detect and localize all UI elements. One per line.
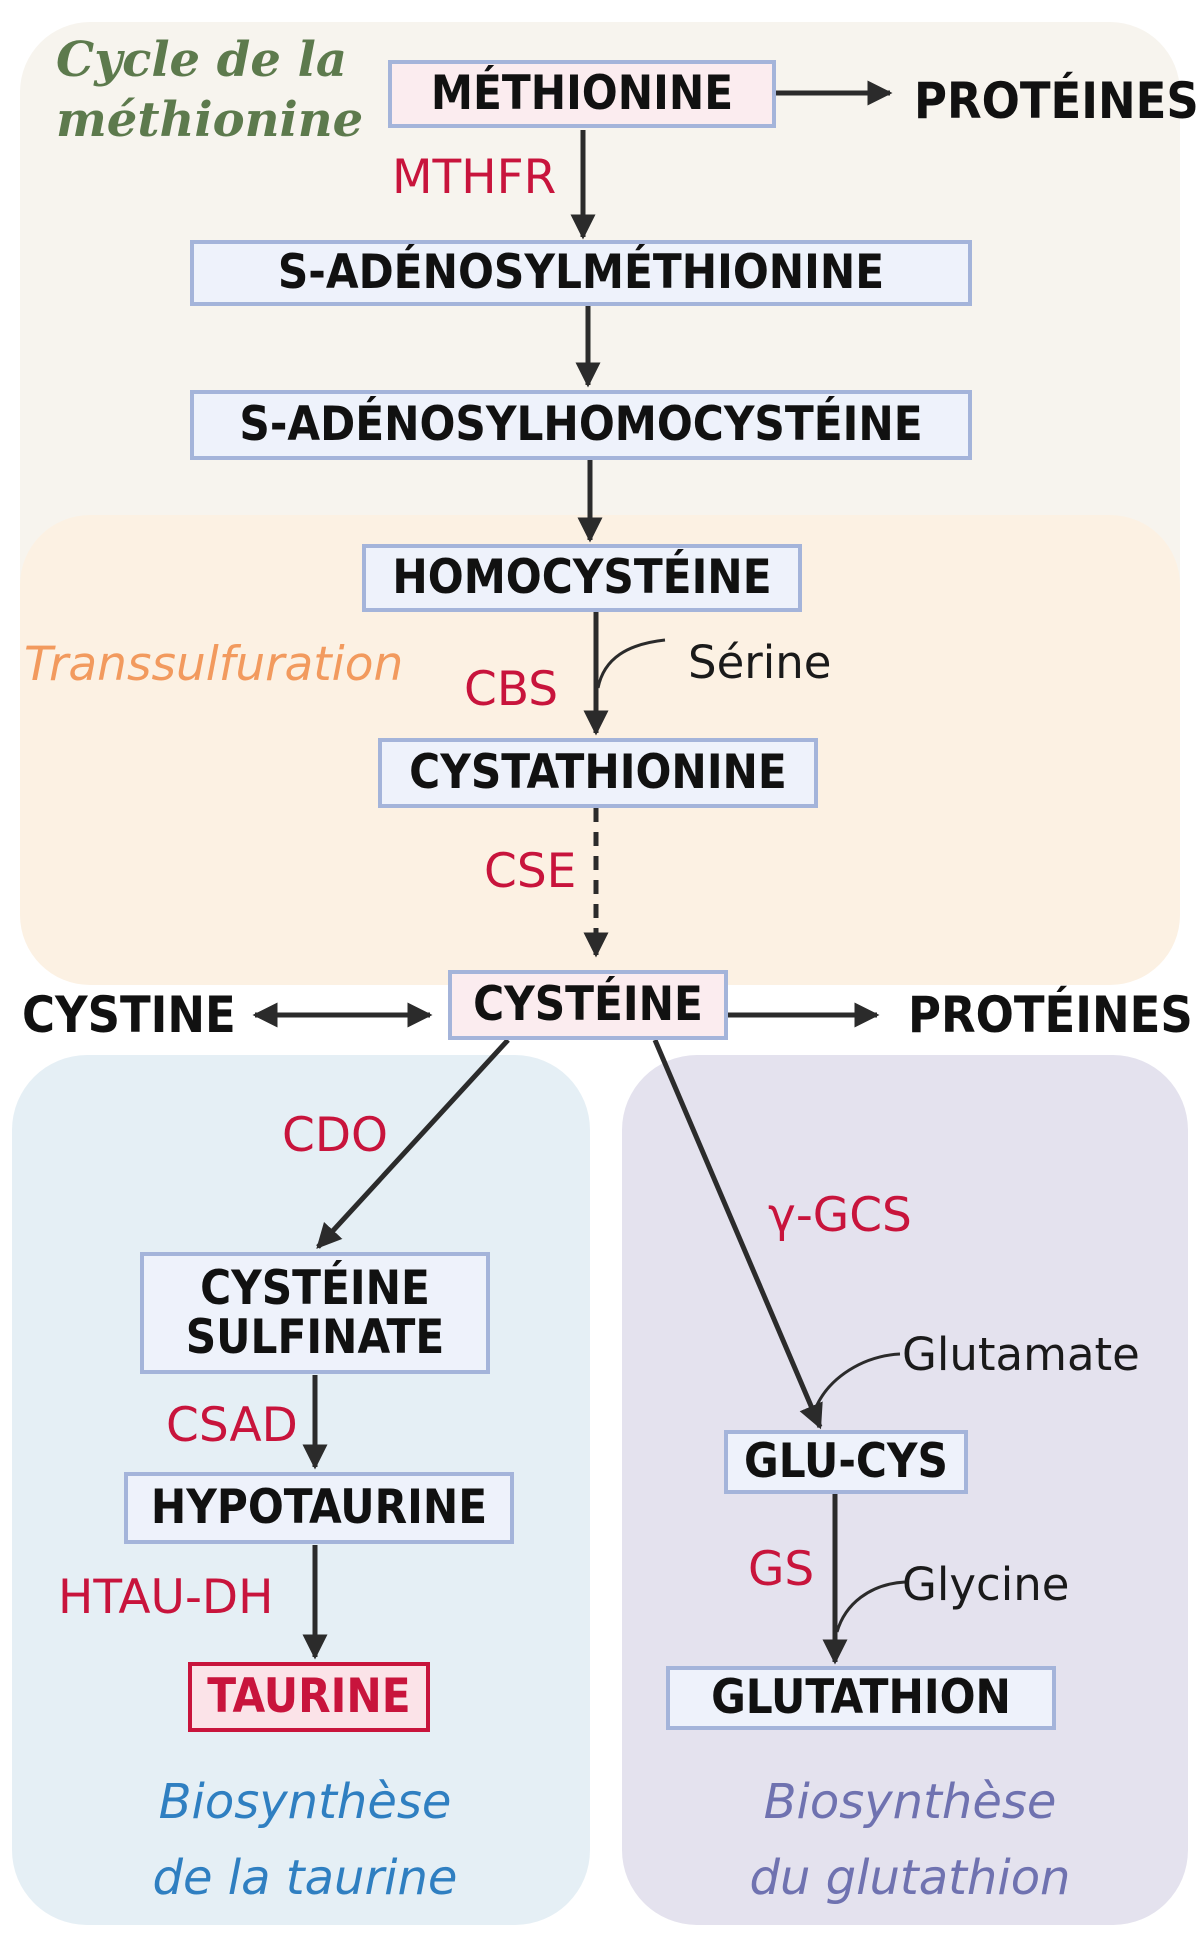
- enzyme-mthfr: MTHFR: [392, 150, 557, 205]
- compound-cysteine-sulfinate-line2: SULFINATE: [185, 1310, 445, 1365]
- compound-sah: S-ADÉNOSYLHOMOCYSTÉINE: [190, 390, 972, 460]
- enzyme-csad: CSAD: [166, 1398, 298, 1453]
- compound-sam: S-ADÉNOSYLMÉTHIONINE: [190, 240, 972, 306]
- enzyme-htau-dh: HTAU-DH: [58, 1570, 274, 1625]
- compound-cystathionine: CYSTATHIONINE: [378, 738, 818, 808]
- arrow-glycine-entry: [835, 1580, 906, 1633]
- arrow-serine-entry: [596, 638, 666, 689]
- arrow-cysteine-to-cysteine-sulfinate: [316, 1038, 510, 1249]
- compound-cysteine-sulfinate: CYSTÉINE SULFINATE: [140, 1252, 490, 1374]
- region-title-glutathion-line2: du glutathion: [749, 1850, 1071, 1906]
- region-title-taurine-line2: de la taurine: [152, 1850, 458, 1906]
- enzyme-gs: GS: [748, 1542, 815, 1597]
- compound-glutathion: GLUTATHION: [666, 1666, 1056, 1730]
- compound-cystine: CYSTINE: [22, 986, 236, 1044]
- compound-taurine: TAURINE: [188, 1662, 430, 1732]
- enzyme-cse: CSE: [484, 844, 577, 899]
- enzyme-cdo: CDO: [282, 1108, 389, 1163]
- compound-cysteine: CYSTÉINE: [448, 970, 728, 1040]
- substrate-glycine: Glycine: [902, 1558, 1070, 1611]
- compound-glu-cys: GLU-CYS: [724, 1430, 968, 1494]
- compound-proteines-top: PROTÉINES: [914, 72, 1199, 130]
- region-title-methionine-cycle: Cycle de la méthionine: [56, 32, 364, 148]
- compound-methionine: MÉTHIONINE: [388, 60, 776, 128]
- arrow-cysteine-to-glu-cys: [652, 1039, 823, 1430]
- compound-hypotaurine: HYPOTAURINE: [124, 1472, 514, 1544]
- compound-homocysteine: HOMOCYSTÉINE: [362, 544, 802, 612]
- enzyme-cbs: CBS: [464, 662, 559, 717]
- region-title-transsulfuration: Transsulfuration: [24, 637, 404, 692]
- region-title-glutathion-line1: Biosynthèse: [763, 1774, 1057, 1830]
- substrate-glutamate: Glutamate: [902, 1328, 1140, 1381]
- region-title-taurine-line1: Biosynthèse: [158, 1774, 452, 1830]
- substrate-serine: Sérine: [688, 636, 832, 689]
- enzyme-gamma-gcs: γ-GCS: [768, 1188, 912, 1243]
- compound-proteines-mid: PROTÉINES: [908, 986, 1193, 1044]
- compound-cysteine-sulfinate-line1: CYSTÉINE: [200, 1260, 430, 1316]
- arrow-glutamate-entry: [815, 1352, 901, 1406]
